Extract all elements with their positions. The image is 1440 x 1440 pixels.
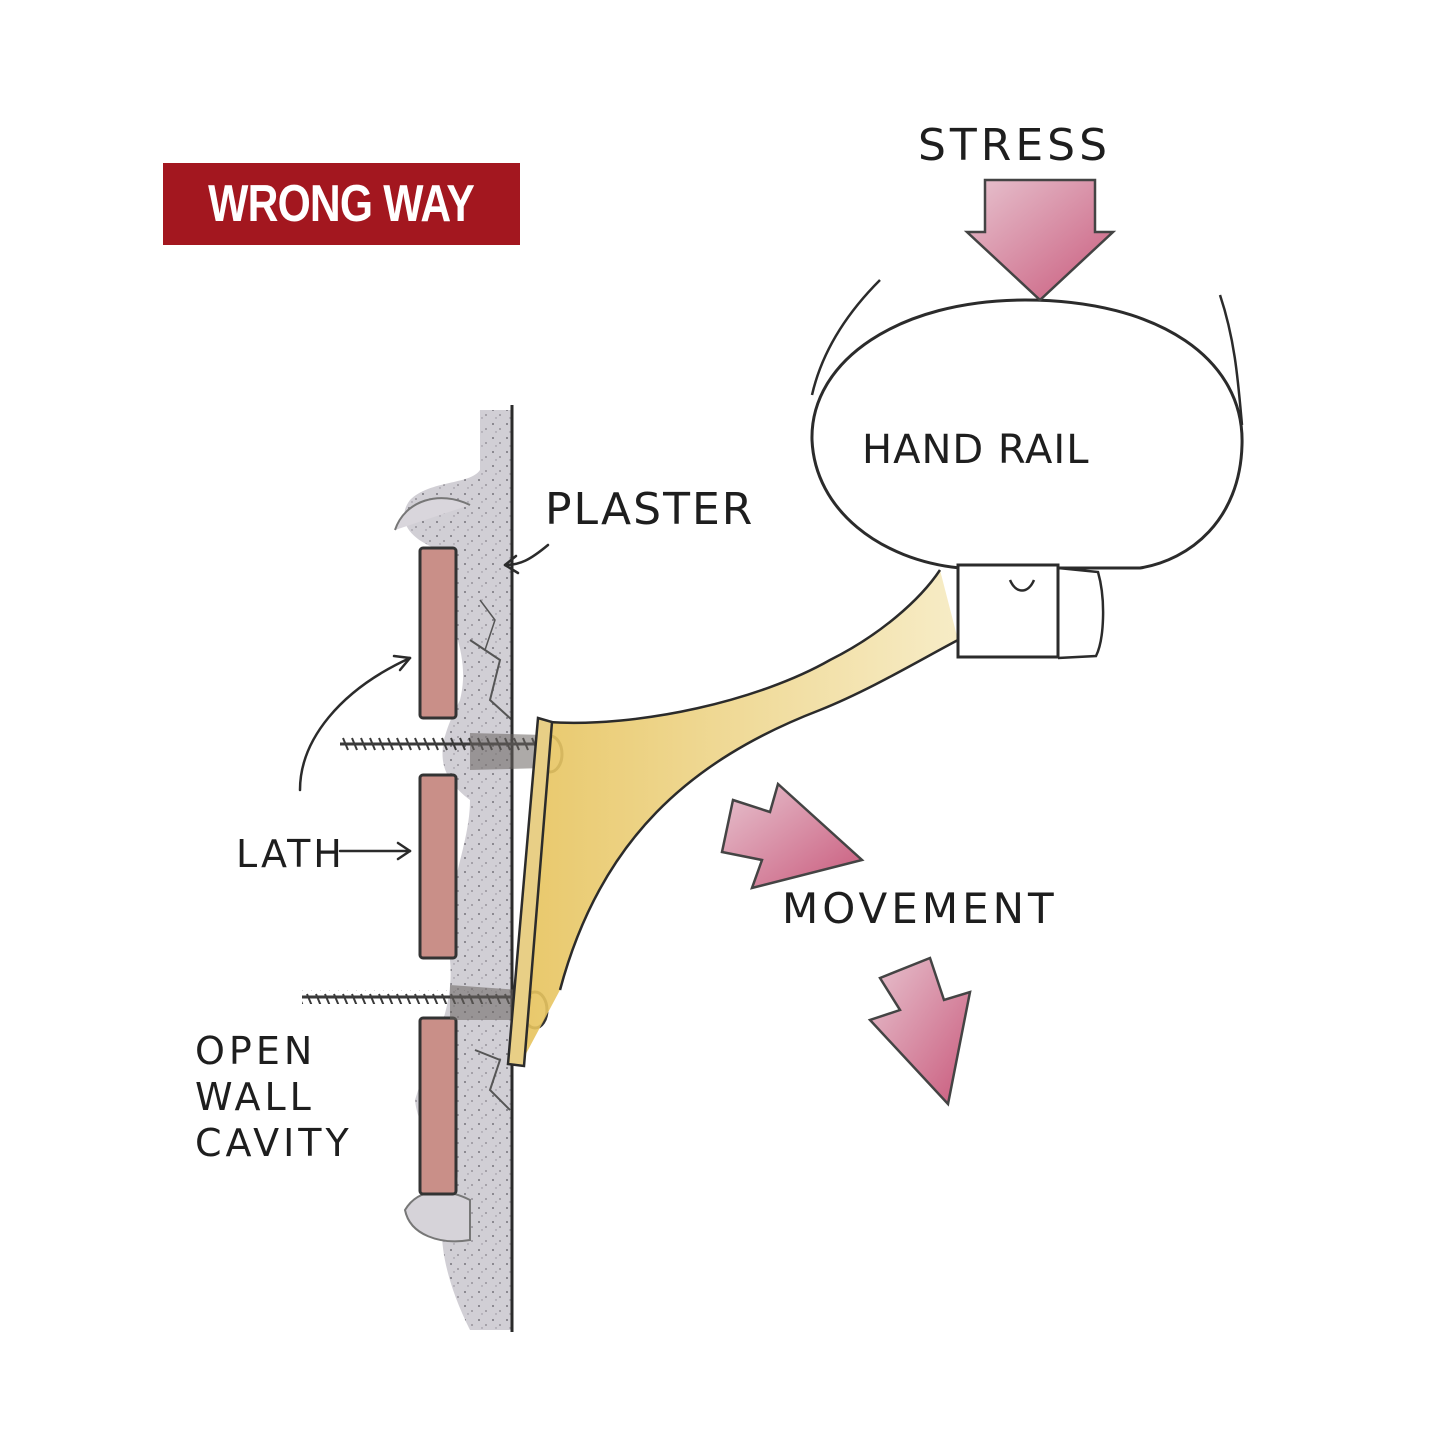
lath-strip: [418, 546, 458, 720]
lath-strip: [418, 1016, 458, 1196]
open-wall-cavity-label: OPEN WALL CAVITY: [195, 1032, 353, 1162]
plaster-label: PLASTER: [545, 484, 755, 535]
cavity-line-1: OPEN: [195, 1029, 317, 1073]
lath-strips: [418, 546, 458, 1196]
cavity-line-2: WALL: [195, 1075, 315, 1119]
movement-arrow-upper-icon: [720, 781, 865, 890]
lath-strip: [418, 773, 458, 960]
movement-arrow-lower-icon: [867, 956, 972, 1107]
handrail-label: HAND RAIL: [862, 427, 1090, 473]
lath-label: LATH: [236, 832, 345, 876]
stress-arrow-icon: [963, 178, 1117, 302]
movement-label: MOVEMENT: [782, 884, 1058, 933]
cavity-line-3: CAVITY: [195, 1121, 353, 1165]
plaster-pointer-arrow: [503, 543, 550, 567]
handrail: [810, 279, 1244, 660]
rail-bracket: [506, 569, 959, 1068]
stress-label: STRESS: [918, 120, 1112, 171]
cavity-curve-arrow: [298, 656, 412, 792]
wrong-way-badge: WRONG WAY: [163, 163, 520, 245]
wrong-way-text: WRONG WAY: [208, 175, 476, 233]
rail-clip: [956, 563, 1060, 659]
pointer-arrows: [298, 543, 550, 861]
